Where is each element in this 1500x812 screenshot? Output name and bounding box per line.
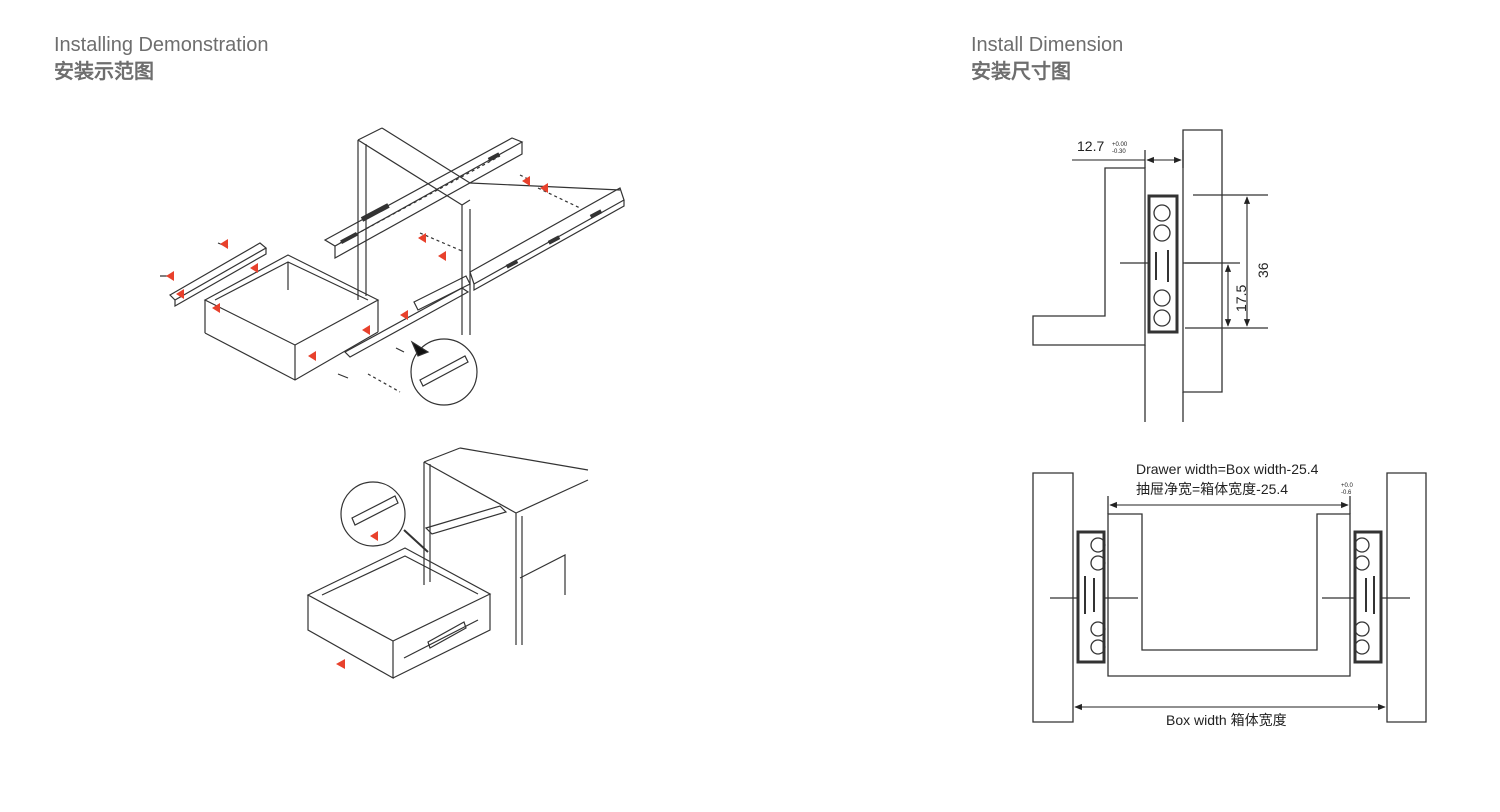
top-section-drawing: [1032, 472, 1427, 723]
gap-dimension-value: 12.7: [1077, 138, 1104, 154]
center-dimension-value: 17.5: [1233, 285, 1249, 312]
drawer-tolerance-lower: -0.6: [1341, 490, 1352, 496]
install-dimension-title-zh: 安装尺寸图: [971, 61, 1071, 83]
side-section-drawing: [1032, 129, 1268, 422]
installing-demonstration-title: Installing Demonstration: [54, 34, 269, 56]
box-width-label: Box width 箱体宽度: [1166, 712, 1287, 728]
drawer-tolerance-upper: +0.0: [1341, 483, 1354, 489]
top-dimension-arrows: [1074, 501, 1386, 711]
installing-demonstration-title-zh: 安装示范图: [54, 61, 154, 83]
drawer-width-formula: Drawer width=Box width-25.4: [1136, 461, 1319, 477]
gap-tolerance-lower: -0.30: [1112, 149, 1126, 155]
assembled-drawer-illustration: [306, 447, 589, 680]
exploded-installation-illustration: [160, 127, 625, 406]
install-dimension-heading: Install Dimension 安装尺寸图: [971, 33, 1123, 85]
gap-tolerance-upper: +0.00: [1112, 142, 1128, 148]
assembled-direction-markers: [336, 531, 378, 669]
installing-demonstration-heading: Installing Demonstration 安装示范图: [54, 33, 269, 85]
install-direction-markers: [166, 176, 548, 361]
height-dimension-value: 36: [1255, 262, 1271, 278]
drawer-width-formula-zh: 抽屉净宽=箱体宽度-25.4: [1136, 481, 1288, 497]
side-dimension-arrows: [1072, 156, 1251, 327]
install-dimension-title: Install Dimension: [971, 34, 1124, 56]
